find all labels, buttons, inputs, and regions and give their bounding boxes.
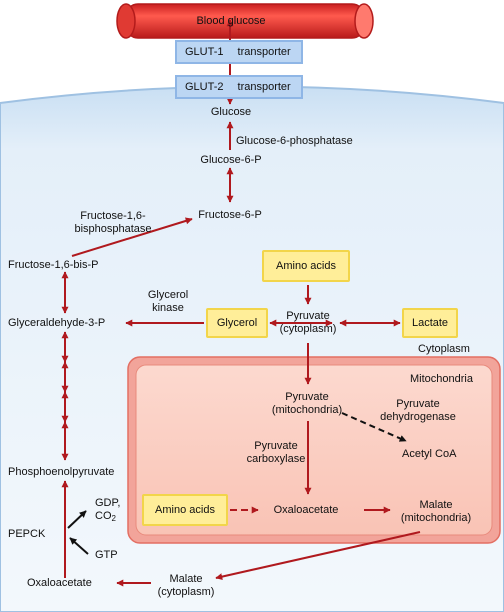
oaa-mito-label: Oxaloacetate [273, 504, 339, 516]
arrow-pepck-gdp [67, 510, 87, 529]
glycerol-box: Glycerol [206, 308, 268, 338]
glut2-transporter: GLUT-2 transporter [175, 75, 303, 99]
pyruvate-mito-label: Pyruvate (mitochondria) [271, 391, 343, 416]
f6p-label: Fructose-6-P [198, 209, 262, 221]
fbpase-label: Fructose-1,6- bisphosphatase [74, 210, 152, 235]
g6p-label: Glucose-6-P [200, 154, 262, 166]
lactate-box: Lactate [402, 308, 458, 338]
glut1-name: GLUT-1 [185, 46, 224, 58]
blood-vessel [116, 3, 374, 39]
malate-cyto-label: Malate (cytoplasm) [157, 573, 215, 598]
mitochondria-label: Mitochondria [410, 373, 473, 385]
arrow-f16bp-to-f6p [71, 217, 193, 257]
g6pase-label: Glucose-6-phosphatase [236, 135, 353, 147]
malate-mito-label: Malate (mitochondria) [400, 499, 472, 524]
glut1-label: transporter [237, 46, 291, 58]
f16bp-label: Fructose-1,6-bis-P [8, 259, 99, 271]
glut2-label: transporter [237, 81, 291, 93]
g3p-label: Glyceraldehyde-3-P [8, 317, 106, 329]
gtp-label: GTP [95, 549, 118, 561]
gdp-co2-text: GDP, CO [95, 497, 121, 522]
pdh-label: Pyruvate dehydrogenase [380, 398, 456, 423]
glut1-transporter: GLUT-1 transporter [175, 40, 303, 64]
gdp-co2-label: GDP, CO2 [95, 497, 120, 525]
amino-acids-mito-box: Amino acids [142, 494, 228, 526]
pep-label: Phosphoenolpyruvate [8, 466, 115, 478]
amino-acids-box: Amino acids [262, 250, 350, 282]
arrow-pdh [341, 412, 407, 442]
oaa-cyto-label: Oxaloacetate [27, 577, 92, 589]
cytoplasm-label: Cytoplasm [418, 343, 470, 355]
co2-subscript: 2 [111, 514, 116, 523]
pyruvate-cyto-label: Pyruvate (cytoplasm) [279, 310, 337, 335]
arrow-malate-export [215, 531, 421, 581]
pc-label: Pyruvate carboxylase [246, 440, 306, 465]
pepck-label: PEPCK [8, 528, 46, 540]
glycerol-kinase-label: Glycerol kinase [147, 289, 189, 314]
mitochondrion-inner [135, 364, 493, 536]
blood-glucose-label: Blood glucose [196, 15, 266, 27]
arrow-pepck-gtp [69, 537, 89, 555]
glut2-name: GLUT-2 [185, 81, 224, 93]
acetyl-coa-label: Acetyl CoA [402, 448, 457, 460]
glucose-label: Glucose [210, 106, 252, 118]
